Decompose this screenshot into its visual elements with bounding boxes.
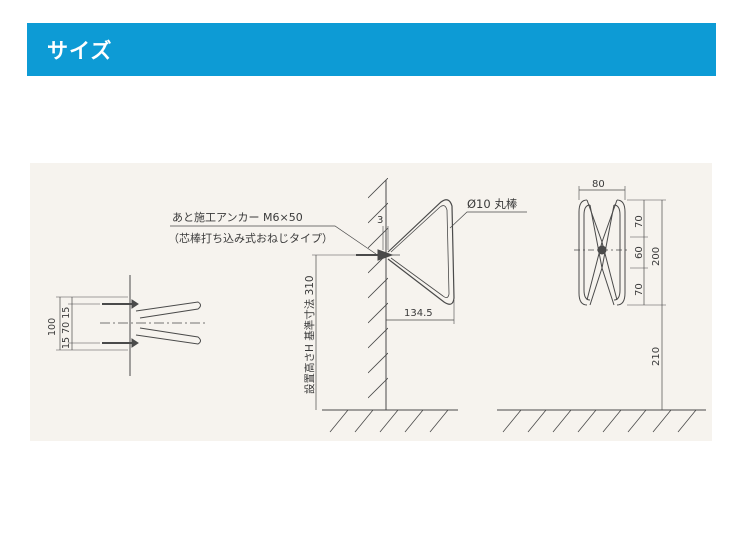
- left-rod-upper: [135, 301, 201, 319]
- left-anchor-head-top: [131, 299, 139, 309]
- right-front-view: [497, 186, 706, 433]
- anchor-note-leader: [170, 225, 377, 255]
- dim-200-text: 200: [651, 247, 662, 266]
- right-rod-right-outer: [616, 199, 626, 306]
- dim-70-top-text: 70: [634, 215, 645, 228]
- left-dim-total-text: 100: [47, 318, 58, 336]
- rod-label: Ø10 丸棒: [467, 197, 518, 211]
- anchor-note-line2: （芯棒打ち込み式おねじタイプ）: [168, 231, 333, 245]
- right-rod-diag-4: [601, 204, 615, 306]
- middle-rod-inner: [390, 205, 450, 298]
- dim-60-text: 60: [634, 246, 645, 259]
- middle-floor-hatch: [329, 409, 449, 433]
- section-header: サイズ: [27, 23, 716, 76]
- middle-rod-outer: [387, 199, 455, 305]
- left-anchor-head-bottom: [131, 338, 139, 348]
- height-dim-text: 設置高さH 基準寸法 310: [303, 275, 316, 394]
- dim-70-bottom-text: 70: [634, 283, 645, 296]
- left-rod-lower: [135, 327, 201, 345]
- middle-wall-hatch: [368, 178, 388, 399]
- right-floor-hatch: [502, 409, 697, 433]
- dim-210-text: 210: [651, 347, 662, 366]
- left-top-view: [56, 275, 205, 376]
- offset-dim-text: 3: [377, 215, 383, 226]
- depth-dim-text: 134.5: [404, 308, 433, 319]
- right-rod-left-outer: [578, 199, 588, 306]
- section-title: サイズ: [47, 39, 113, 63]
- right-rod-left-inner: [583, 204, 591, 301]
- middle-side-view: [170, 178, 527, 433]
- right-rod-diag-3: [589, 204, 603, 306]
- left-dim-stack-text: 15 70 15: [61, 307, 72, 349]
- rod-label-leader: [449, 211, 527, 229]
- anchor-note-line1: あと施工アンカー M6×50: [172, 211, 303, 224]
- right-rod-right-inner: [613, 204, 621, 301]
- width-dim-text: 80: [592, 179, 605, 190]
